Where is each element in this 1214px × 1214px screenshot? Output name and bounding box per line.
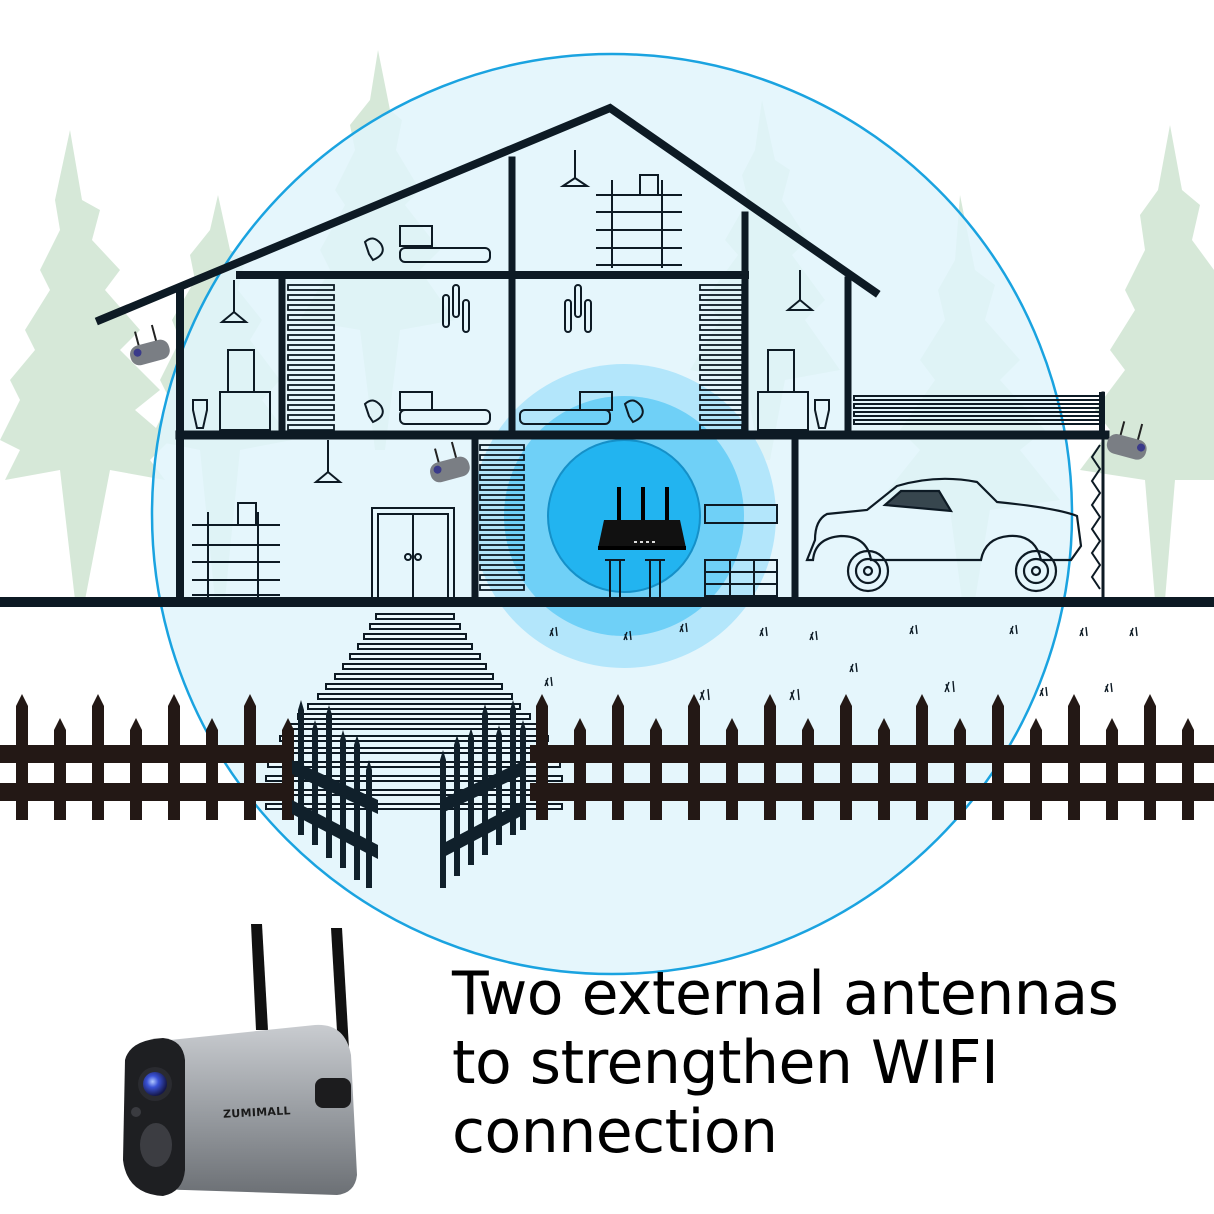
gate-bars bbox=[298, 700, 526, 888]
caption-line-1: Two external antennas bbox=[452, 959, 1119, 1029]
antenna-left-icon bbox=[251, 924, 268, 1030]
furniture bbox=[192, 150, 830, 601]
scene-camera-middle bbox=[430, 441, 470, 483]
deck-railing bbox=[853, 392, 1105, 432]
wifi-router-icon bbox=[598, 487, 686, 550]
product-camera-image bbox=[123, 924, 357, 1196]
scene-camera-left bbox=[130, 324, 170, 366]
car bbox=[805, 477, 1083, 593]
feature-caption: Two external antennas to strengthen WIFI… bbox=[452, 960, 1192, 1167]
grass-tufts bbox=[544, 622, 1138, 701]
ivy-vine bbox=[1090, 444, 1102, 590]
caption-line-3: connection bbox=[452, 1097, 778, 1167]
interior-stairs bbox=[287, 284, 743, 591]
router-signal-inner bbox=[547, 439, 701, 593]
fence-pickets bbox=[16, 694, 1194, 820]
front-walkway bbox=[265, 613, 563, 810]
caption-line-2: to strengthen WIFI bbox=[452, 1028, 999, 1098]
scene-camera-right bbox=[1106, 421, 1147, 460]
house-outline bbox=[0, 103, 1214, 607]
